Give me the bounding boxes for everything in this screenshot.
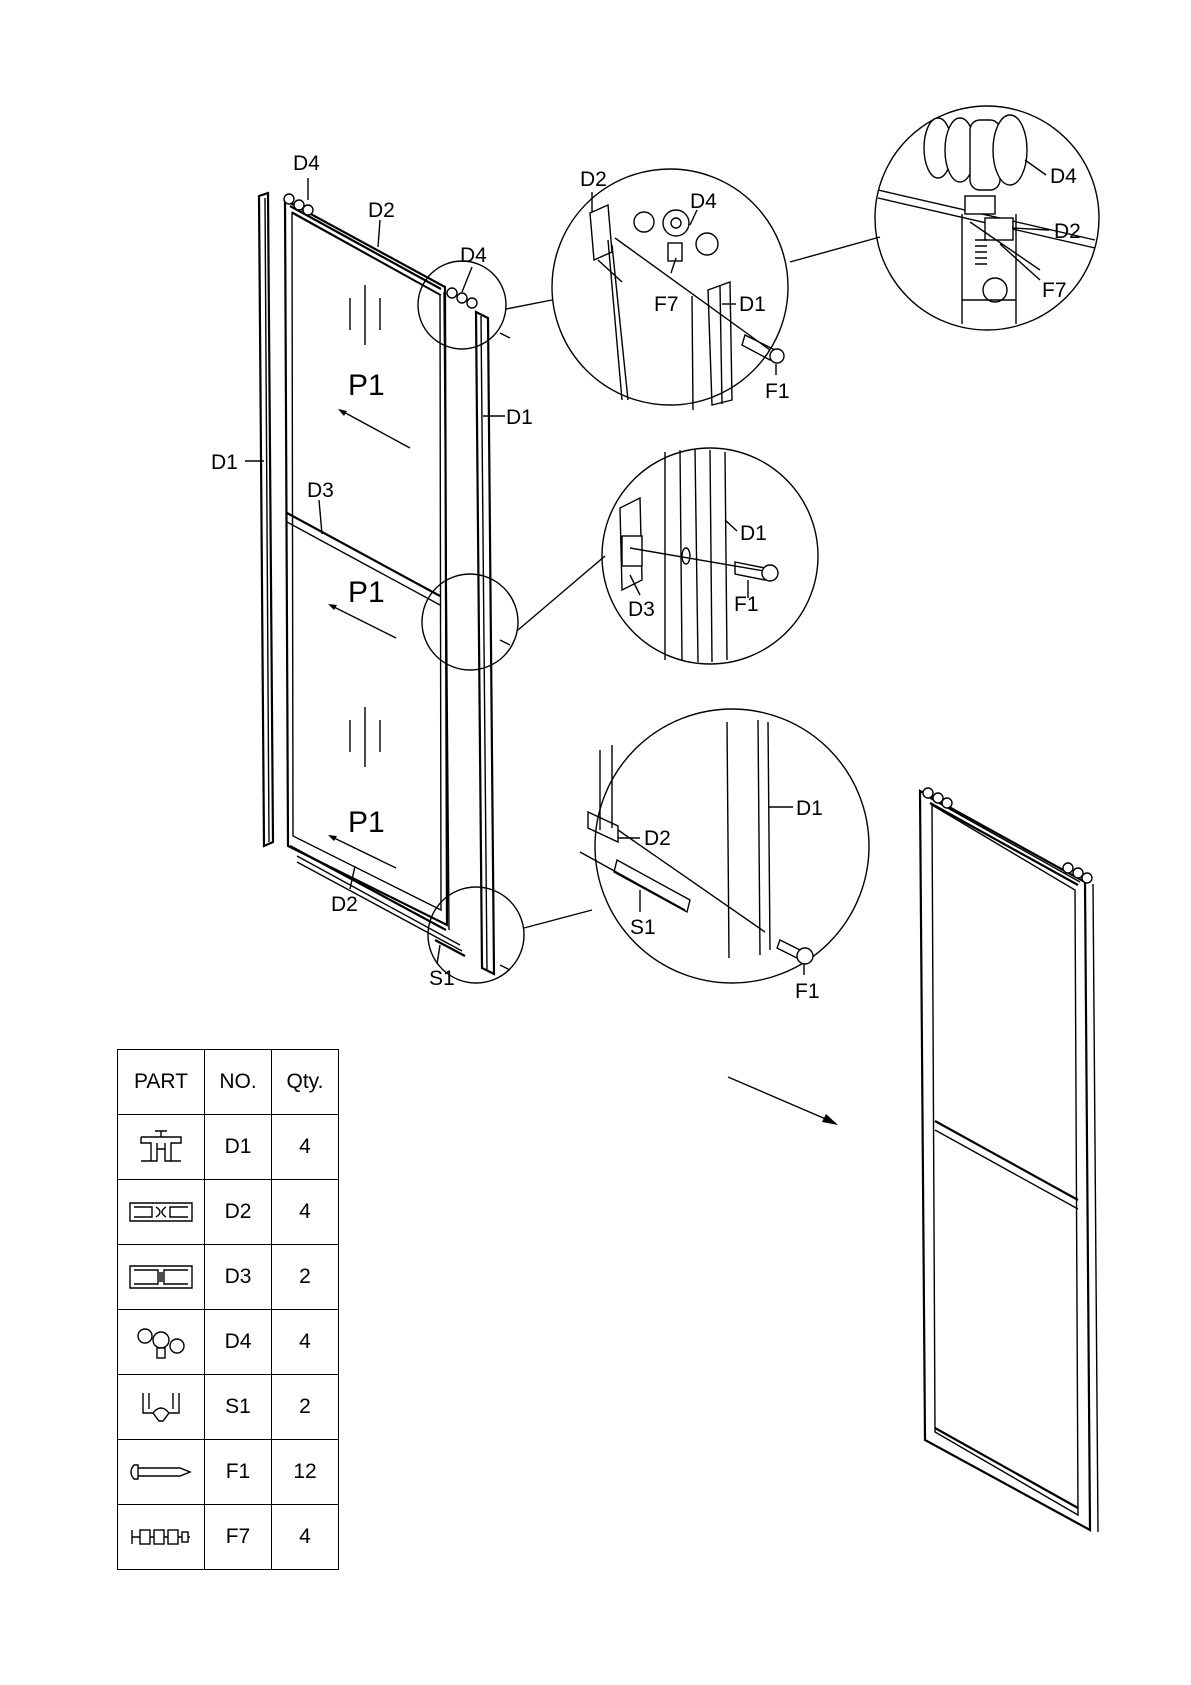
zoom-circle-top	[418, 261, 506, 349]
detail-middle-label-d1: D1	[740, 522, 767, 545]
label-s1: S1	[429, 967, 455, 990]
bolt-nut-icon	[118, 1505, 205, 1570]
screw-icon	[118, 1440, 205, 1505]
left-d1-profile	[259, 193, 273, 846]
part-qty: 2	[272, 1245, 339, 1310]
detail-roller-label-d4: D4	[1050, 165, 1077, 188]
part-no: F1	[205, 1440, 272, 1505]
label-d2-top: D2	[368, 199, 395, 222]
header-qty: Qty.	[272, 1050, 339, 1115]
part-qty: 4	[272, 1310, 339, 1375]
part-no: D4	[205, 1310, 272, 1375]
part-no: S1	[205, 1375, 272, 1440]
h-profile-icon	[118, 1115, 205, 1180]
detail-bottom: D1 D2 S1 F1	[524, 709, 869, 1003]
detail-top-corner: D2 D4 F7 D1 F1	[506, 168, 790, 410]
table-row: F1 12	[118, 1440, 339, 1505]
label-p1-top: P1	[348, 369, 385, 402]
zoom-circle-middle	[422, 574, 518, 670]
detail-bottom-label-s1: S1	[630, 916, 656, 939]
detail-middle-label-d3: D3	[628, 598, 655, 621]
detail-middle-label-f1: F1	[734, 593, 759, 616]
part-no: F7	[205, 1505, 272, 1570]
detail-middle: D1 D3 F1	[518, 448, 818, 664]
table-row: S1 2	[118, 1375, 339, 1440]
label-d4-right: D4	[460, 244, 487, 267]
label-d1-right: D1	[506, 406, 533, 429]
detail-bottom-label-d1: D1	[796, 797, 823, 820]
detail-bottom-label-f1: F1	[795, 980, 820, 1003]
table-row: D4 4	[118, 1310, 339, 1375]
result-arrow	[728, 1077, 838, 1125]
label-p1-middle: P1	[348, 576, 385, 609]
label-p1-bottom: P1	[348, 806, 385, 839]
part-no: D1	[205, 1115, 272, 1180]
table-row: D3 2	[118, 1245, 339, 1310]
label-d1-left: D1	[211, 451, 238, 474]
detail-roller: D4 D2 F7	[790, 106, 1099, 330]
header-no: NO.	[205, 1050, 272, 1115]
part-no: D3	[205, 1245, 272, 1310]
table-row: D1 4	[118, 1115, 339, 1180]
right-d1-profile	[444, 292, 494, 974]
table-row: F7 4	[118, 1505, 339, 1570]
label-d3: D3	[307, 479, 334, 502]
detail-roller-label-f7: F7	[1042, 279, 1067, 302]
assembled-door	[920, 788, 1098, 1532]
detail-bottom-label-d2: D2	[644, 827, 671, 850]
parts-table-header: PART NO. Qty.	[118, 1050, 339, 1115]
label-d2-bottom: D2	[331, 893, 358, 916]
detail-top-label-d2: D2	[580, 168, 607, 191]
part-qty: 2	[272, 1375, 339, 1440]
seal-clip-icon	[118, 1375, 205, 1440]
detail-top-label-f1: F1	[765, 380, 790, 403]
parts-table: PART NO. Qty. D1 4 D2 4 D3 2 D4 4 S1	[117, 1049, 339, 1570]
part-no: D2	[205, 1180, 272, 1245]
detail-top-label-d1: D1	[739, 293, 766, 316]
top-track-profile-icon	[118, 1180, 205, 1245]
header-part: PART	[118, 1050, 205, 1115]
roller-icon	[118, 1310, 205, 1375]
detail-top-label-d4: D4	[690, 190, 717, 213]
detail-top-label-f7: F7	[654, 293, 679, 316]
part-qty: 4	[272, 1505, 339, 1570]
middle-profile-icon	[118, 1245, 205, 1310]
label-d4-left: D4	[293, 152, 320, 175]
table-row: D2 4	[118, 1180, 339, 1245]
part-qty: 12	[272, 1440, 339, 1505]
detail-roller-label-d2: D2	[1054, 220, 1081, 243]
part-qty: 4	[272, 1180, 339, 1245]
part-qty: 4	[272, 1115, 339, 1180]
exploded-door-assembly: D4 D2 D4 D1 D1 D3 P1 P1 P1 D2 S1	[211, 152, 533, 990]
